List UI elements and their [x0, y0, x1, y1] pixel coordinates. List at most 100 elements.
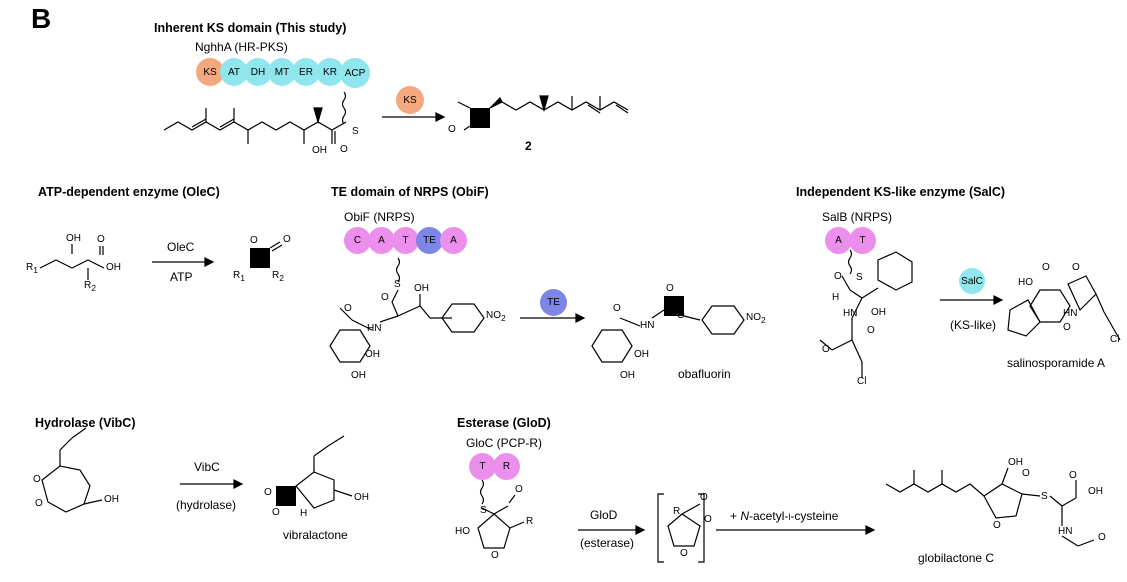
olec-r2-sub: 2 [91, 283, 96, 293]
obif-s-label: S [394, 279, 401, 290]
s1-o-label: O [340, 144, 348, 155]
reagent-sc: l [788, 512, 791, 522]
obif-oh2-label: OH [365, 349, 380, 360]
oxetanone-r1-text: R [233, 270, 241, 281]
domain-a2: A [440, 227, 467, 254]
gloc-r-label: R [526, 516, 534, 527]
obif-substrate-structure [329, 257, 485, 363]
oxetanone-r2-text: R [272, 270, 280, 281]
sal-ho-label: HO [1018, 277, 1033, 288]
olec-r2-text: R [84, 280, 92, 291]
glob-o3-label: O [1069, 470, 1077, 481]
salinosporamide-structure [1007, 275, 1121, 341]
oba-o-label: O [666, 283, 674, 294]
oxetanone-r1-sub: 1 [240, 273, 245, 283]
domain-t-gloc: T [469, 453, 496, 480]
olec-r1-label: R1 [26, 262, 38, 275]
salc-condition: (KS-like) [950, 318, 997, 332]
gloc-substrate-structure [477, 479, 525, 549]
enzyme-salc-circle: SalC [959, 268, 985, 294]
salb-substrate-structure [819, 249, 913, 378]
reagent-end: -cysteine [790, 509, 839, 523]
oba-no2-sub: 2 [761, 315, 766, 325]
obif-n-text: N [374, 323, 382, 334]
oxetanone-o-label: O [250, 235, 258, 246]
domain-at: AT [220, 58, 248, 86]
glob-hn-n: N [1065, 526, 1073, 537]
section6-title: Esterase (GloD) [457, 416, 551, 430]
domain-er: ER [292, 58, 320, 86]
glob-oh2-label: OH [1088, 486, 1103, 497]
gloc-o2-label: O [491, 550, 499, 561]
domain-dh: DH [244, 58, 272, 86]
gloc-s-label: S [480, 505, 487, 516]
section1-protein: NghhA (HR-PKS) [195, 40, 288, 54]
vibc-substrate-structure [41, 427, 103, 513]
obif-no2-label: NO2 [486, 310, 506, 323]
vibralactone-structure [276, 435, 353, 509]
olec-o-label: O [97, 234, 105, 245]
obif-h-text: H [367, 323, 375, 334]
reagent-label: + N-acetyl-l-cysteine [730, 509, 838, 523]
obif-oh3-label: OH [351, 370, 366, 381]
section2-title: ATP-dependent enzyme (OleC) [38, 185, 220, 199]
enzyme-te-circle: TE [540, 289, 567, 316]
atp-label: ATP [170, 270, 193, 284]
domain-ks: KS [196, 58, 224, 86]
inter-ring-o-label: O [704, 514, 712, 525]
domain-t-salb: T [849, 227, 876, 254]
section6-protein: GloC (PCP-R) [466, 436, 543, 450]
obif-no2-sub: 2 [501, 313, 506, 323]
reagent-rest: -acetyl- [749, 509, 789, 523]
salb-nh-label: HN [843, 308, 857, 319]
vibra-o2-label: O [272, 507, 280, 518]
domain-te: TE [416, 227, 443, 254]
sal-hn-label: HN [1063, 308, 1078, 319]
oxetanone-r1-label: R1 [233, 270, 245, 283]
reagent-prefix: + [730, 509, 741, 523]
vibra-o-label: O [264, 487, 272, 498]
vibra-oh-label: OH [354, 492, 369, 503]
obif-o-label: O [381, 292, 389, 303]
oxetanone-r2-sub: 2 [279, 273, 284, 283]
vibralactone-label: vibralactone [283, 528, 348, 542]
inter-o2-label: O [680, 548, 688, 559]
domain-acp: ACP [340, 58, 370, 88]
gloc-o-label: O [515, 484, 523, 495]
olec-enzyme-label: OleC [167, 240, 195, 254]
obif-oh-label: OH [414, 283, 429, 294]
obafluorin-label: obafluorin [678, 367, 731, 381]
salb-nh-h: H [843, 308, 851, 319]
olec-r2-label: R2 [84, 280, 96, 293]
sal-o-label: O [1042, 262, 1050, 273]
bracket-intermediate-structure [657, 493, 705, 563]
domain-a: A [368, 227, 395, 254]
glob-hn-label: HN [1058, 526, 1072, 537]
section4-protein: SalB (NRPS) [822, 210, 893, 224]
oba-nh-label: HN [640, 320, 654, 331]
oxetanone-structure [250, 241, 283, 268]
olec-substrate-structure [39, 244, 105, 280]
globilactone-structure [885, 467, 1095, 547]
oba-amide-o-label: O [613, 303, 621, 314]
domain-a-salb: A [825, 227, 852, 254]
oba-no2-label: NO2 [746, 312, 766, 325]
domain-c: C [344, 227, 371, 254]
oba-no2-text: NO [746, 312, 761, 323]
inter-o-label: O [700, 492, 708, 503]
obif-amide-o-label: O [344, 303, 352, 314]
glob-o-label: O [1022, 468, 1030, 479]
vibc-enzyme-label: VibC [194, 460, 220, 474]
vibc-oh-label: OH [104, 494, 119, 505]
oba-h-text: H [640, 320, 648, 331]
product-2-label: 2 [525, 139, 532, 153]
nghha-chain-structure [163, 91, 347, 144]
glod-condition: (esterase) [580, 536, 635, 550]
salb-s-label: S [856, 272, 863, 283]
olec-r1-sub: 1 [33, 265, 38, 275]
enzyme-ks-circle: KS [396, 86, 424, 114]
vibc-o-label: O [33, 474, 41, 485]
glod-enzyme-label: GloD [590, 508, 618, 522]
panel-label: B [31, 3, 52, 34]
